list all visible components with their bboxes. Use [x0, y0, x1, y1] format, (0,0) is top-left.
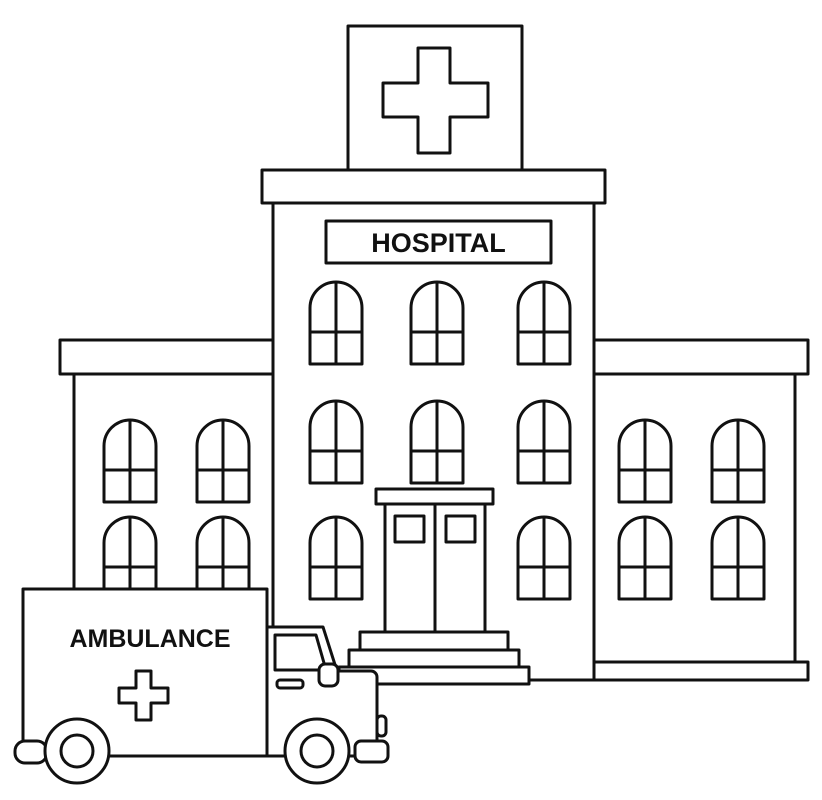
arched-window [195, 515, 251, 601]
arched-window [409, 280, 465, 366]
medical-cross-icon [381, 46, 490, 155]
door-canopy [374, 487, 495, 506]
medical-cross-icon [117, 669, 170, 722]
arched-window [308, 280, 364, 366]
front-bumper [353, 739, 390, 764]
arched-window [516, 515, 572, 601]
rear-bumper [13, 739, 49, 765]
arched-window [516, 280, 572, 366]
arched-window [102, 418, 158, 504]
right-wing [592, 338, 810, 682]
arched-window [195, 418, 251, 504]
arched-window [710, 515, 766, 601]
hospital-sign-text: HOSPITAL [371, 228, 506, 258]
hospital-sign [324, 219, 553, 265]
arched-window [308, 399, 364, 485]
arched-window [409, 399, 465, 485]
step [358, 630, 510, 652]
arched-window [710, 418, 766, 504]
side-mirror [317, 662, 340, 688]
ambulance-label: AMBULANCE [69, 625, 230, 653]
cab-window [273, 633, 328, 672]
arched-window [516, 399, 572, 485]
arched-window [617, 418, 673, 504]
door-handle [275, 678, 305, 690]
arched-window [617, 515, 673, 601]
ambulance: AMBULANCE [13, 587, 390, 785]
arched-window [308, 515, 364, 601]
step [347, 648, 521, 669]
arched-window [102, 515, 158, 601]
entrance [337, 487, 531, 686]
